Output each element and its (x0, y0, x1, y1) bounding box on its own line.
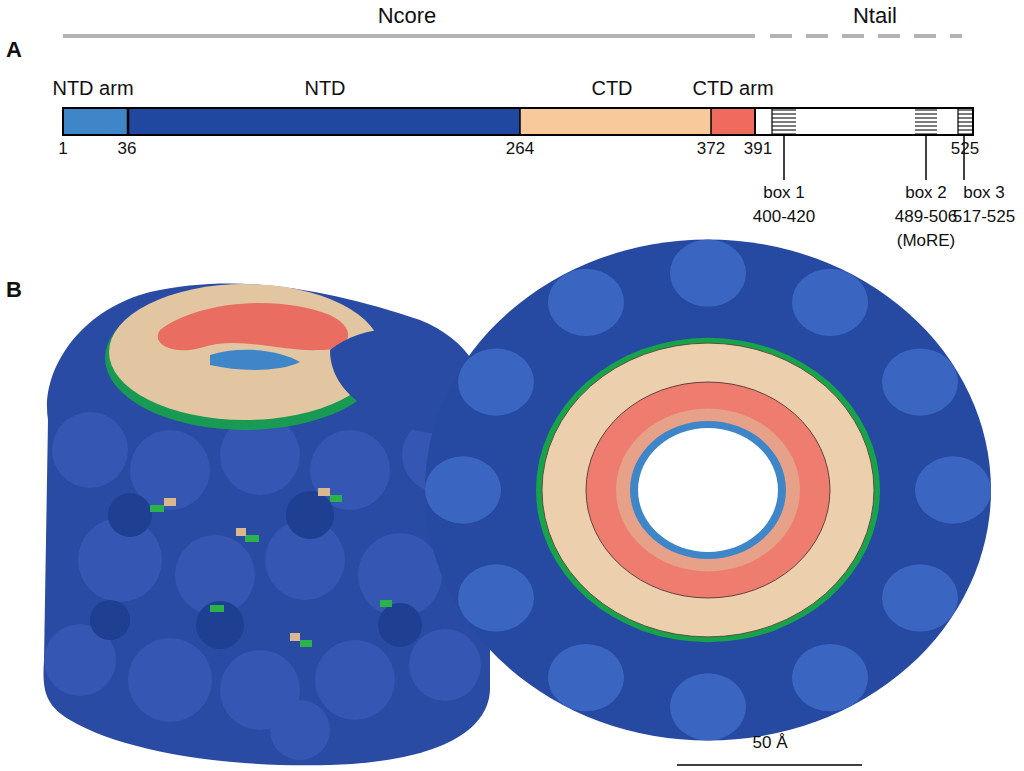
residue-range: 517-525 (953, 208, 1015, 227)
ncore-bar (63, 34, 755, 38)
box-label: box 2 (905, 184, 947, 203)
scale-label: 50 Å (753, 734, 788, 753)
region-label: Ntail (853, 4, 897, 28)
domain-label: CTD arm (692, 77, 773, 99)
residue-number: 264 (506, 140, 534, 159)
motif-label: (MoRE) (897, 232, 956, 251)
residue-number: 372 (697, 140, 725, 159)
nucleocapsid-side-view (43, 284, 490, 766)
box-label: box 1 (763, 184, 805, 203)
residue-range: 400-420 (753, 208, 815, 227)
scale-bar (677, 764, 862, 766)
domain-label: NTD arm (52, 77, 133, 99)
region-label: Ncore (378, 4, 437, 28)
domain-bar (63, 108, 973, 180)
box-label: box 3 (963, 184, 1005, 203)
panel-letter: A (6, 38, 22, 62)
residue-number: 525 (951, 140, 979, 159)
domain-label: NTD (304, 77, 345, 99)
ntail-bar (770, 34, 962, 38)
panel-letter: B (6, 278, 22, 302)
domain-label: CTD (591, 77, 632, 99)
residue-range: 489-506 (895, 208, 957, 227)
residue-number: 36 (118, 140, 137, 159)
residue-number: 391 (744, 140, 772, 159)
residue-number: 1 (58, 140, 67, 159)
nucleocapsid-top-view (425, 240, 991, 741)
